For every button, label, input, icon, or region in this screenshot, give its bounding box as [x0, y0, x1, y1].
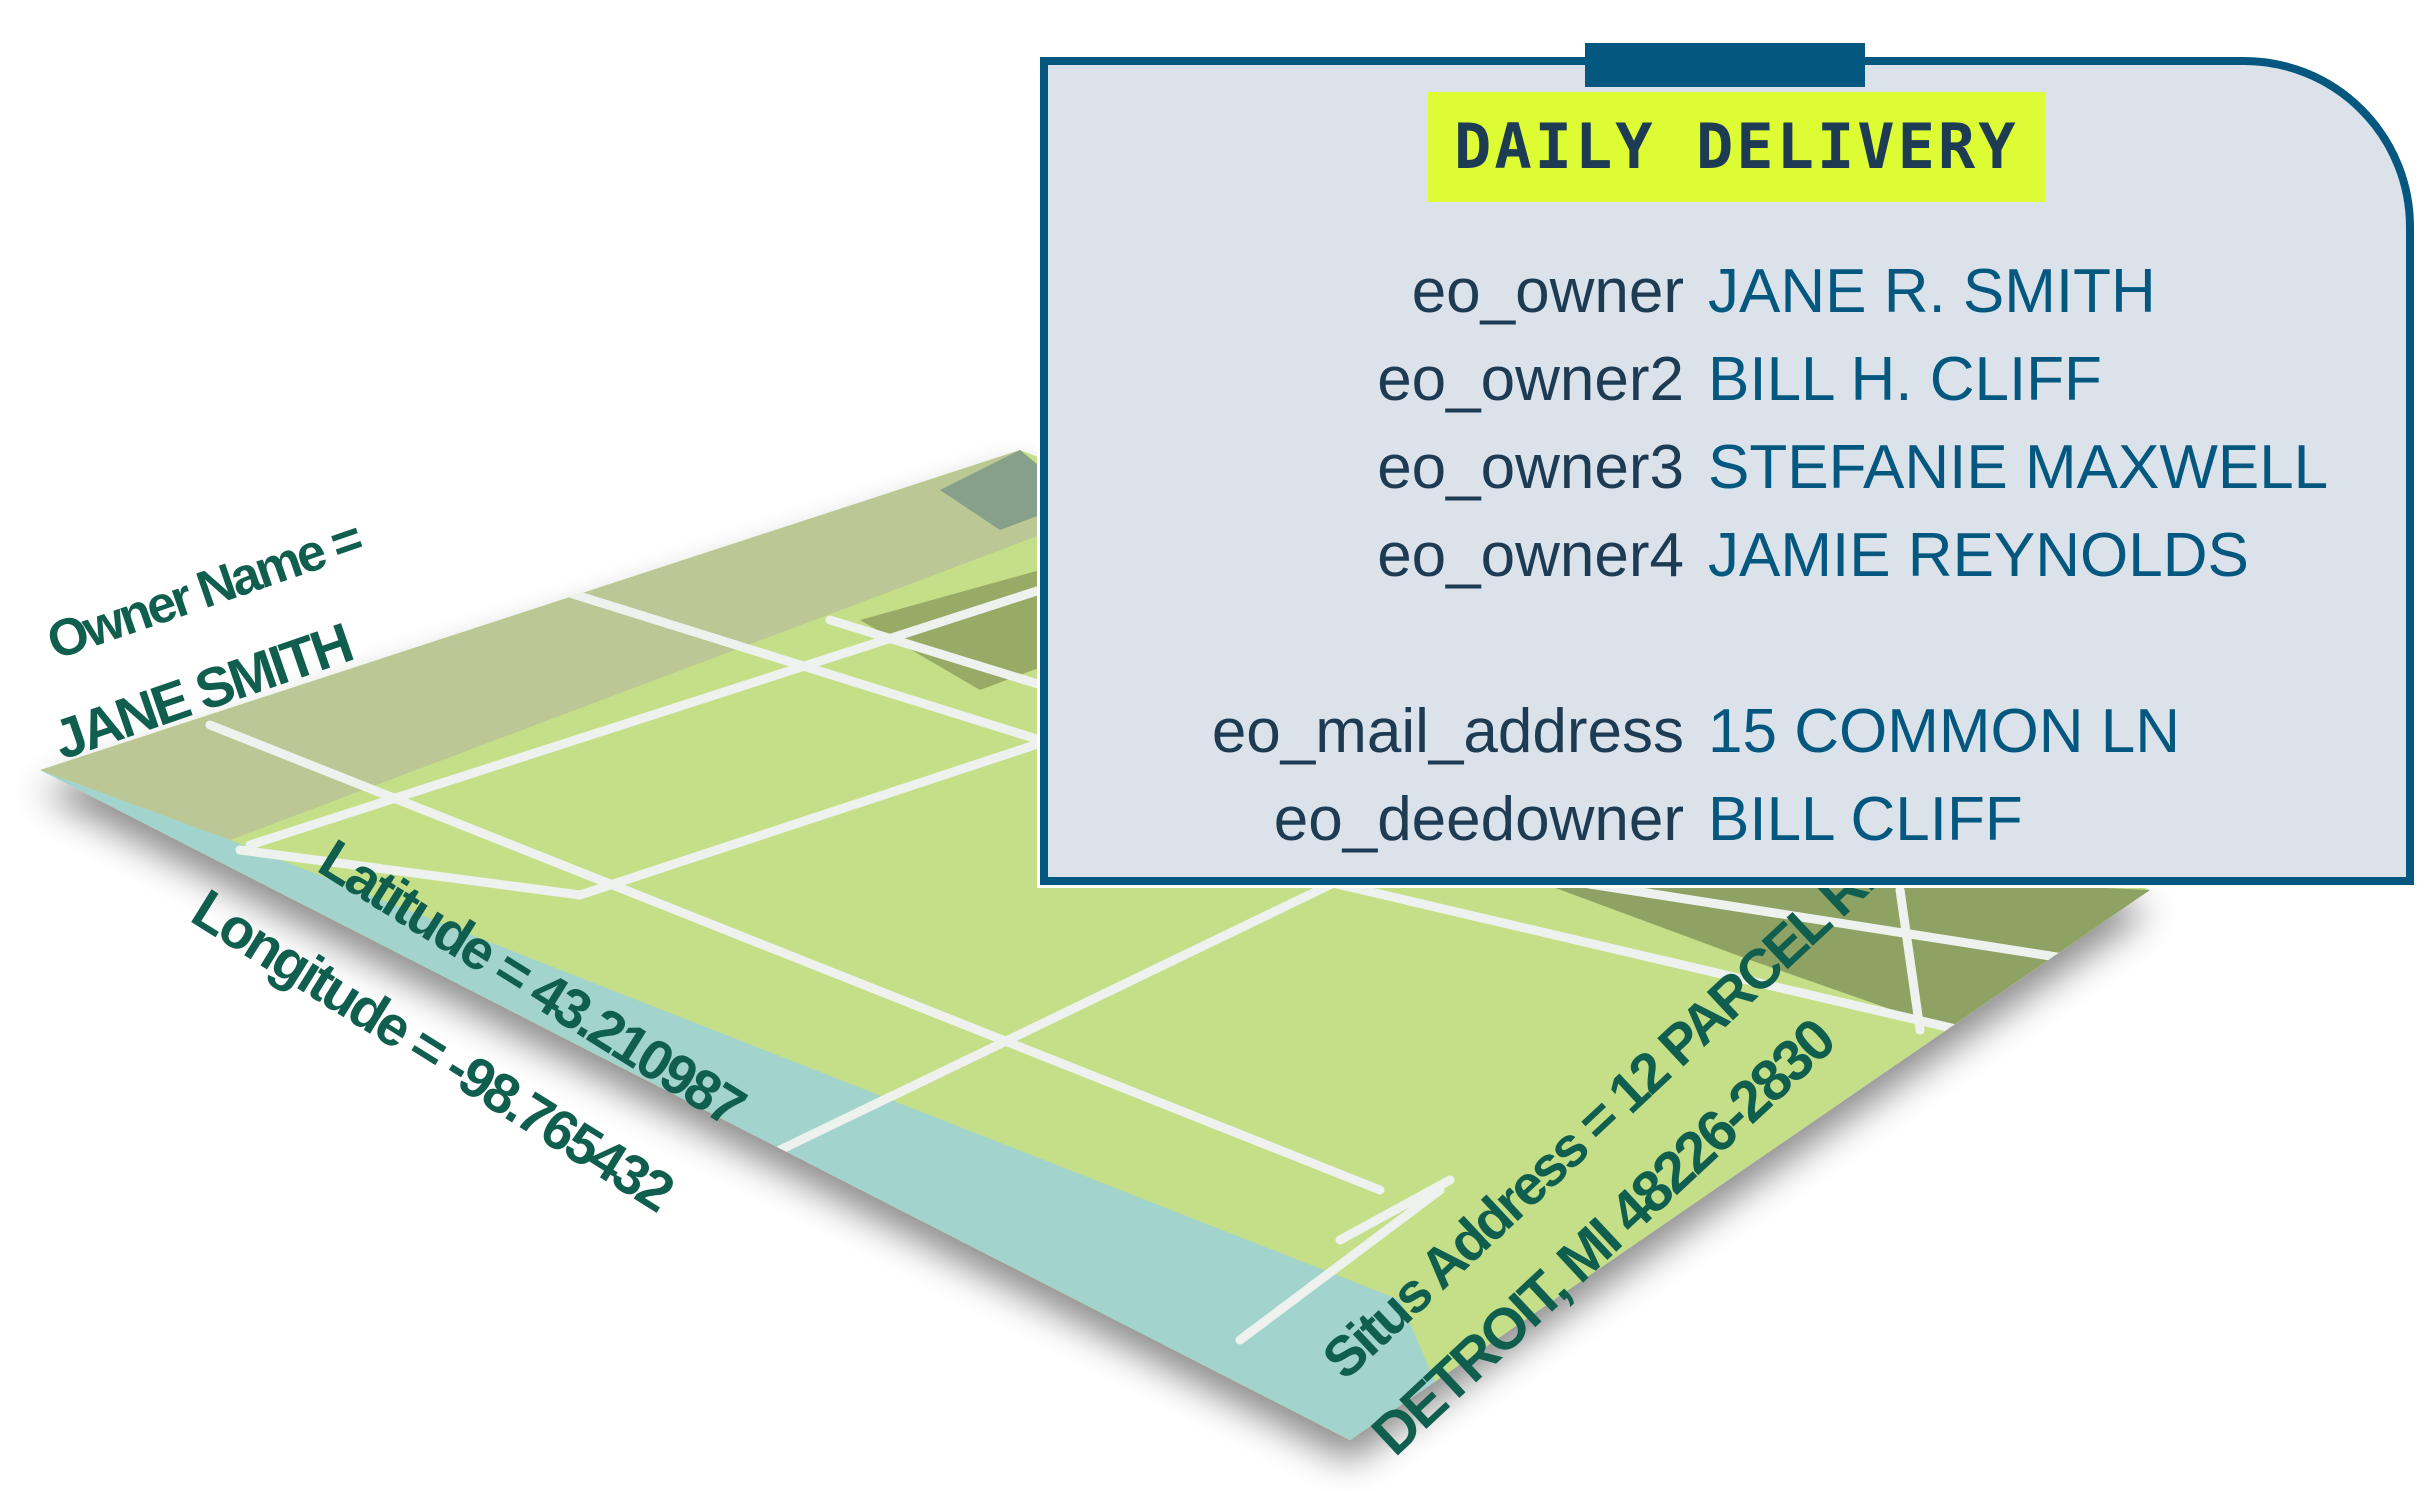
daily-delivery-card: DAILY DELIVERY eo_owner JANE R. SMITH eo…: [1040, 43, 2414, 885]
record-row-owner: eo_owner JANE R. SMITH: [1048, 248, 2406, 336]
card-title: DAILY DELIVERY: [1428, 92, 2045, 202]
field-value: 15 COMMON LN: [1708, 697, 2180, 766]
lot-lines: [205, 585, 2145, 1345]
field-value: JAMIE REYNOLDS: [1708, 521, 2249, 590]
record-row-deedowner: eo_deedowner BILL CLIFF: [1048, 776, 2406, 864]
record-row-owner4: eo_owner4 JAMIE REYNOLDS: [1048, 512, 2406, 600]
record-row-owner2: eo_owner2 BILL H. CLIFF: [1048, 336, 2406, 424]
record-row-mail-address: eo_mail_address 15 COMMON LN: [1048, 688, 2406, 776]
card-tab: [1585, 43, 1865, 87]
field-name: eo_owner: [1411, 257, 1684, 326]
field-value: BILL H. CLIFF: [1708, 345, 2102, 414]
parcel-olive-right: [1480, 860, 2150, 1030]
field-name: eo_owner2: [1377, 345, 1684, 414]
field-value: JANE R. SMITH: [1708, 257, 2156, 326]
parcel-khaki-strip: [40, 450, 1080, 840]
field-name: eo_deedowner: [1273, 785, 1684, 854]
field-name: eo_owner3: [1377, 433, 1684, 502]
field-name: eo_mail_address: [1211, 697, 1684, 766]
record-row-owner3: eo_owner3 STEFANIE MAXWELL: [1048, 424, 2406, 512]
frontage-band: [40, 770, 1460, 1440]
field-value: STEFANIE MAXWELL: [1708, 433, 2329, 502]
field-value: BILL CLIFF: [1708, 785, 2023, 854]
field-name: eo_owner4: [1377, 521, 1684, 590]
